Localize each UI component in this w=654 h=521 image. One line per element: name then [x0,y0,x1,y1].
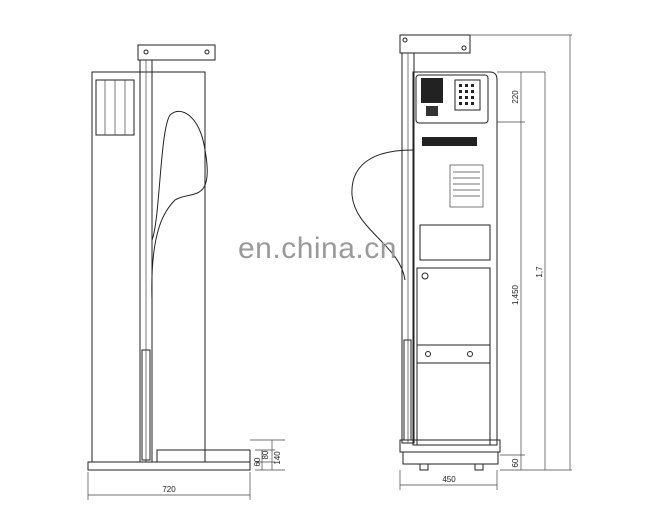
side-view [87,44,285,500]
side-cable [151,110,208,301]
instruction-sticker [449,164,484,208]
side-platform [156,449,251,463]
front-cabinet [412,71,498,446]
printer-slot [426,106,438,116]
label-strip [422,137,477,146]
dim-220: 220 [511,90,520,104]
dim-width-front: 450 [442,475,456,484]
front-view [351,34,572,490]
dim-60-left: 60 [253,457,262,466]
side-base [87,461,251,471]
dim-140-left: 140 [273,451,282,465]
display-unit [421,78,443,103]
dim-80-left: 80 [261,450,270,459]
dim-60-front: 60 [511,458,520,467]
keypad [454,79,481,111]
watermark: en.china.cn [238,232,397,265]
side-top-bar [137,44,216,61]
front-top-bar [399,34,471,54]
dim-width-left: 720 [162,485,176,494]
front-base [402,451,499,465]
dim-1450: 1,450 [511,284,520,305]
weighing-head [419,224,491,261]
side-cabinet-outline [91,71,206,463]
dim-total: 1,7 [535,266,544,278]
control-panel [415,74,489,124]
front-cable [351,149,414,281]
front-platform [399,439,501,453]
